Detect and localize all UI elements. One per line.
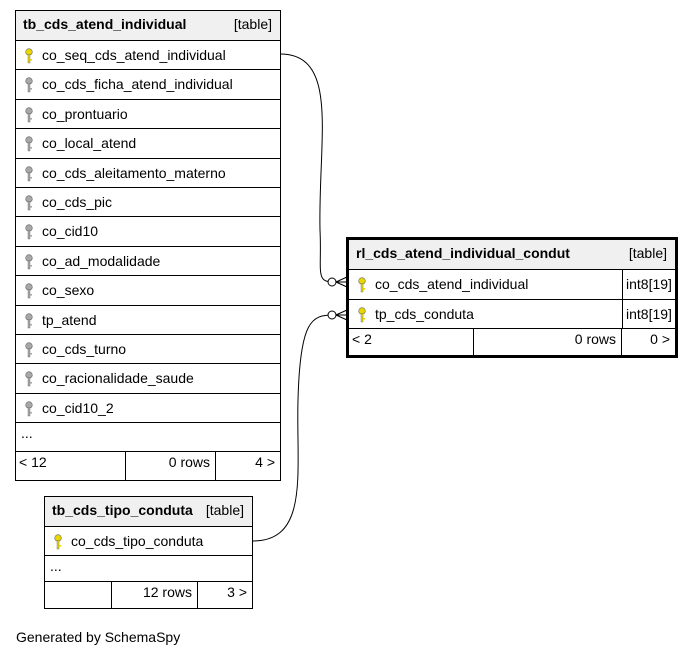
column-name: co_cds_tipo_conduta (71, 533, 204, 549)
more-columns: ... (45, 556, 252, 582)
column-row[interactable]: co_cds_ficha_atend_individual (16, 70, 280, 100)
index-key-icon (24, 401, 34, 417)
table-kind: [table] (628, 245, 667, 261)
table-footer: 12 rows 3 > (45, 582, 252, 608)
index-key-icon (24, 312, 34, 329)
index-key-icon (24, 254, 34, 270)
table-tb-cds-tipo-conduta[interactable]: tb_cds_tipo_conduta [table] co_cds_tipo_… (44, 496, 253, 609)
primary-key-icon (53, 534, 63, 550)
index-key-icon (24, 77, 34, 93)
column-row[interactable]: tp_atend (16, 306, 280, 335)
column-row[interactable]: co_local_atend (16, 129, 280, 159)
column-name: co_cds_atend_individual (375, 276, 529, 292)
primary-key-icon (357, 306, 367, 323)
index-key-icon (24, 136, 34, 152)
column-row[interactable]: co_racionalidade_saude (16, 364, 280, 394)
table-kind: [table] (233, 16, 272, 32)
column-name: co_cid10 (42, 223, 99, 240)
column-row[interactable]: tp_cds_conduta int8[19] (349, 299, 675, 329)
crowfoot-marker-2 (327, 309, 348, 321)
column-type: int8[19] (622, 270, 672, 299)
table-footer: < 2 0 rows 0 > (349, 329, 675, 355)
table-kind: [table] (205, 502, 244, 518)
table-header: rl_cds_atend_individual_condut [table] (349, 240, 675, 270)
column-name: co_sexo (42, 282, 95, 299)
index-key-icon (24, 165, 34, 182)
column-name: co_cds_aleitamento_materno (42, 164, 226, 181)
column-row[interactable]: co_cid10 (16, 217, 280, 247)
column-row[interactable]: co_cds_tipo_conduta (45, 527, 252, 556)
table-footer: < 12 0 rows 4 > (16, 452, 280, 481)
children-link[interactable]: 0 > (650, 331, 670, 347)
column-type: int8[19] (622, 299, 672, 328)
column-row[interactable]: co_cds_pic (16, 188, 280, 218)
relationship-line-atend-to-rel (279, 53, 348, 283)
column-row[interactable]: co_seq_cds_atend_individual (16, 41, 280, 71)
parents-link[interactable] (45, 582, 112, 608)
primary-key-icon (24, 48, 34, 64)
column-name: co_seq_cds_atend_individual (42, 47, 226, 63)
column-name: tp_cds_conduta (375, 305, 474, 322)
parents-link[interactable]: < 2 (349, 329, 474, 355)
column-row[interactable]: co_sexo (16, 276, 280, 306)
table-name[interactable]: rl_cds_atend_individual_condut (356, 245, 570, 261)
column-name: co_cds_turno (42, 340, 127, 357)
children-link[interactable]: 4 > (255, 454, 275, 471)
crowfoot-marker-1 (327, 276, 348, 288)
column-row[interactable]: co_cds_atend_individual int8[19] (349, 270, 675, 300)
index-key-icon (24, 195, 34, 211)
generator-credit: Generated by SchemaSpy (16, 629, 181, 645)
column-row[interactable]: co_cds_aleitamento_materno (16, 159, 280, 188)
column-name: co_local_atend (42, 135, 137, 152)
index-key-icon (24, 283, 34, 299)
parents-link[interactable]: < 12 (16, 452, 126, 481)
table-header: tb_cds_atend_individual [table] (16, 11, 280, 41)
relationship-line-conduta-to-rel (252, 314, 348, 542)
column-row[interactable]: co_prontuario (16, 100, 280, 130)
table-name[interactable]: tb_cds_atend_individual (23, 16, 187, 32)
more-columns: ... (16, 423, 280, 453)
column-name: co_cds_ficha_atend_individual (42, 76, 233, 93)
table-rl-cds-atend-individual-condut[interactable]: rl_cds_atend_individual_condut [table] c… (346, 237, 678, 358)
primary-key-icon (357, 277, 367, 293)
row-count: 0 rows (126, 452, 216, 481)
column-name: co_cid10_2 (42, 399, 114, 416)
column-row[interactable]: co_cid10_2 (16, 394, 280, 424)
index-key-icon (24, 224, 34, 240)
column-row[interactable]: co_ad_modalidade (16, 247, 280, 277)
column-row[interactable]: co_cds_turno (16, 335, 280, 365)
children-link[interactable]: 3 > (227, 584, 247, 600)
table-tb-cds-atend-individual[interactable]: tb_cds_atend_individual [table] co_seq_c… (15, 10, 281, 482)
column-name: co_cds_pic (42, 193, 113, 210)
column-name: co_racionalidade_saude (42, 370, 194, 387)
row-count: 12 rows (112, 582, 198, 608)
table-header: tb_cds_tipo_conduta [table] (45, 497, 252, 527)
column-name: co_prontuario (42, 105, 128, 122)
column-name: tp_atend (42, 311, 97, 328)
index-key-icon (24, 342, 34, 358)
row-count: 0 rows (474, 329, 622, 355)
index-key-icon (24, 107, 34, 123)
column-name: co_ad_modalidade (42, 252, 161, 269)
index-key-icon (24, 371, 34, 387)
table-name[interactable]: tb_cds_tipo_conduta (52, 502, 193, 518)
